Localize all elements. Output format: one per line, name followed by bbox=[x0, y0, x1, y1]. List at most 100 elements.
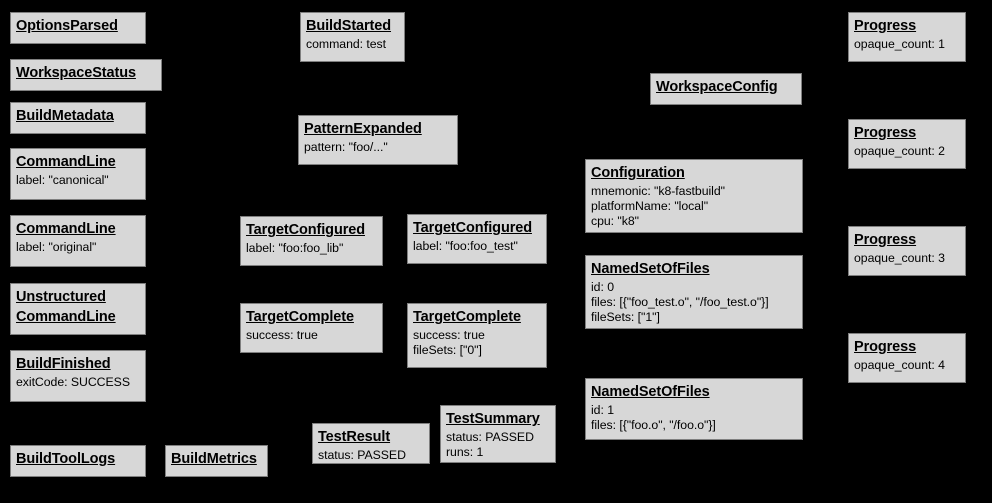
node-attribute: files: [{"foo_test.o", "/foo_test.o"}] bbox=[591, 294, 769, 309]
node-attribute: opaque_count: 4 bbox=[854, 357, 945, 372]
node-title: Progress bbox=[854, 337, 960, 357]
node-title: TestSummary bbox=[446, 409, 550, 429]
node-attribute: label: "foo:foo_lib" bbox=[246, 240, 344, 255]
node-title: BuildStarted bbox=[306, 16, 399, 36]
node-workspace-config[interactable]: WorkspaceConfig bbox=[650, 73, 802, 105]
node-title-line: WorkspaceConfig bbox=[656, 79, 778, 95]
node-title-line: TargetComplete bbox=[413, 309, 521, 325]
node-title-line: Unstructured bbox=[16, 289, 106, 305]
node-title-line: Progress bbox=[854, 339, 917, 355]
node-title-line: BuildStarted bbox=[306, 18, 392, 34]
node-attribute: pattern: "foo/..." bbox=[304, 139, 388, 154]
node-title: BuildMetadata bbox=[16, 106, 140, 126]
node-title-line: BuildMetadata bbox=[16, 108, 114, 124]
node-options-parsed[interactable]: OptionsParsed bbox=[10, 12, 146, 44]
node-title-line: Progress bbox=[854, 18, 917, 34]
node-attributes: status: PASSED bbox=[318, 448, 424, 463]
node-title-line: TargetConfigured bbox=[413, 220, 532, 236]
node-attribute: label: "original" bbox=[16, 239, 97, 254]
node-title: Progress bbox=[854, 16, 960, 36]
node-title: OptionsParsed bbox=[16, 16, 140, 36]
node-attribute: fileSets: ["0"] bbox=[413, 342, 482, 357]
node-attribute: success: true bbox=[413, 327, 485, 342]
node-test-result[interactable]: TestResult status: PASSED bbox=[312, 423, 430, 464]
node-title: CommandLine bbox=[16, 219, 140, 239]
node-title: BuildToolLogs bbox=[16, 449, 140, 469]
node-attribute: status: PASSED bbox=[446, 429, 534, 444]
node-build-started[interactable]: BuildStarted command: test bbox=[300, 12, 405, 62]
node-title: CommandLine bbox=[16, 152, 140, 172]
node-attribute: runs: 1 bbox=[446, 444, 484, 459]
node-target-configured-foo-lib[interactable]: TargetConfigured label: "foo:foo_lib" bbox=[240, 216, 383, 266]
node-attributes: label: "original" bbox=[16, 240, 140, 255]
node-title-line: Progress bbox=[854, 125, 917, 141]
node-progress-4[interactable]: Progress opaque_count: 4 bbox=[848, 333, 966, 383]
node-title: TargetComplete bbox=[413, 307, 541, 327]
node-title: BuildMetrics bbox=[171, 449, 262, 469]
node-title: TargetConfigured bbox=[413, 218, 541, 238]
node-attribute: opaque_count: 2 bbox=[854, 143, 945, 158]
node-title-line: CommandLine bbox=[16, 221, 116, 237]
node-title-line: TestSummary bbox=[446, 411, 540, 427]
node-attribute: opaque_count: 3 bbox=[854, 250, 945, 265]
node-progress-3[interactable]: Progress opaque_count: 3 bbox=[848, 226, 966, 276]
node-title-line: OptionsParsed bbox=[16, 18, 118, 34]
node-attribute: command: test bbox=[306, 36, 386, 51]
node-title-line: CommandLine bbox=[16, 154, 116, 170]
node-build-tool-logs[interactable]: BuildToolLogs bbox=[10, 445, 146, 477]
node-configuration[interactable]: Configuration mnemonic: "k8-fastbuild"pla… bbox=[585, 159, 803, 233]
node-title: WorkspaceConfig bbox=[656, 77, 796, 97]
node-title-line: TargetComplete bbox=[246, 309, 354, 325]
node-attribute: mnemonic: "k8-fastbuild" bbox=[591, 183, 725, 198]
node-attribute: success: true bbox=[246, 327, 318, 342]
node-attributes: opaque_count: 2 bbox=[854, 144, 960, 159]
node-attributes: label: "foo:foo_test" bbox=[413, 239, 541, 254]
node-title: BuildFinished bbox=[16, 354, 140, 374]
node-title-line: TargetConfigured bbox=[246, 222, 365, 238]
node-command-line-original[interactable]: CommandLine label: "original" bbox=[10, 215, 146, 267]
node-title: TargetComplete bbox=[246, 307, 377, 327]
node-target-complete-foo-lib[interactable]: TargetComplete success: true bbox=[240, 303, 383, 353]
node-attribute: exitCode: SUCCESS bbox=[16, 374, 130, 389]
node-build-metadata[interactable]: BuildMetadata bbox=[10, 102, 146, 134]
node-title: WorkspaceStatus bbox=[16, 63, 156, 83]
node-attribute: platformName: "local" bbox=[591, 198, 709, 213]
node-title-line: BuildToolLogs bbox=[16, 451, 116, 467]
node-title-line: Progress bbox=[854, 232, 917, 248]
node-title: Configuration bbox=[591, 163, 797, 183]
node-attributes: label: "foo:foo_lib" bbox=[246, 241, 377, 256]
node-attributes: command: test bbox=[306, 37, 399, 52]
node-title-line: Configuration bbox=[591, 165, 685, 181]
node-attribute: files: [{"foo.o", "/foo.o"}] bbox=[591, 417, 716, 432]
node-title: TargetConfigured bbox=[246, 220, 377, 240]
node-title: Progress bbox=[854, 230, 960, 250]
node-attributes: opaque_count: 4 bbox=[854, 358, 960, 373]
node-attributes: opaque_count: 1 bbox=[854, 37, 960, 52]
node-attribute: id: 0 bbox=[591, 279, 614, 294]
node-attributes: exitCode: SUCCESS bbox=[16, 375, 140, 390]
node-progress-2[interactable]: Progress opaque_count: 2 bbox=[848, 119, 966, 169]
node-title-line: NamedSetOfFiles bbox=[591, 261, 710, 277]
node-title: PatternExpanded bbox=[304, 119, 452, 139]
node-title: Progress bbox=[854, 123, 960, 143]
node-attribute: cpu: "k8" bbox=[591, 213, 639, 228]
node-target-configured-foo-test[interactable]: TargetConfigured label: "foo:foo_test" bbox=[407, 214, 547, 264]
node-attributes: mnemonic: "k8-fastbuild"platformName: "l… bbox=[591, 184, 797, 229]
node-workspace-status[interactable]: WorkspaceStatus bbox=[10, 59, 162, 91]
node-progress-1[interactable]: Progress opaque_count: 1 bbox=[848, 12, 966, 62]
node-attribute: status: PASSED bbox=[318, 447, 406, 462]
node-title-line: TestResult bbox=[318, 429, 391, 445]
node-build-metrics[interactable]: BuildMetrics bbox=[165, 445, 268, 477]
